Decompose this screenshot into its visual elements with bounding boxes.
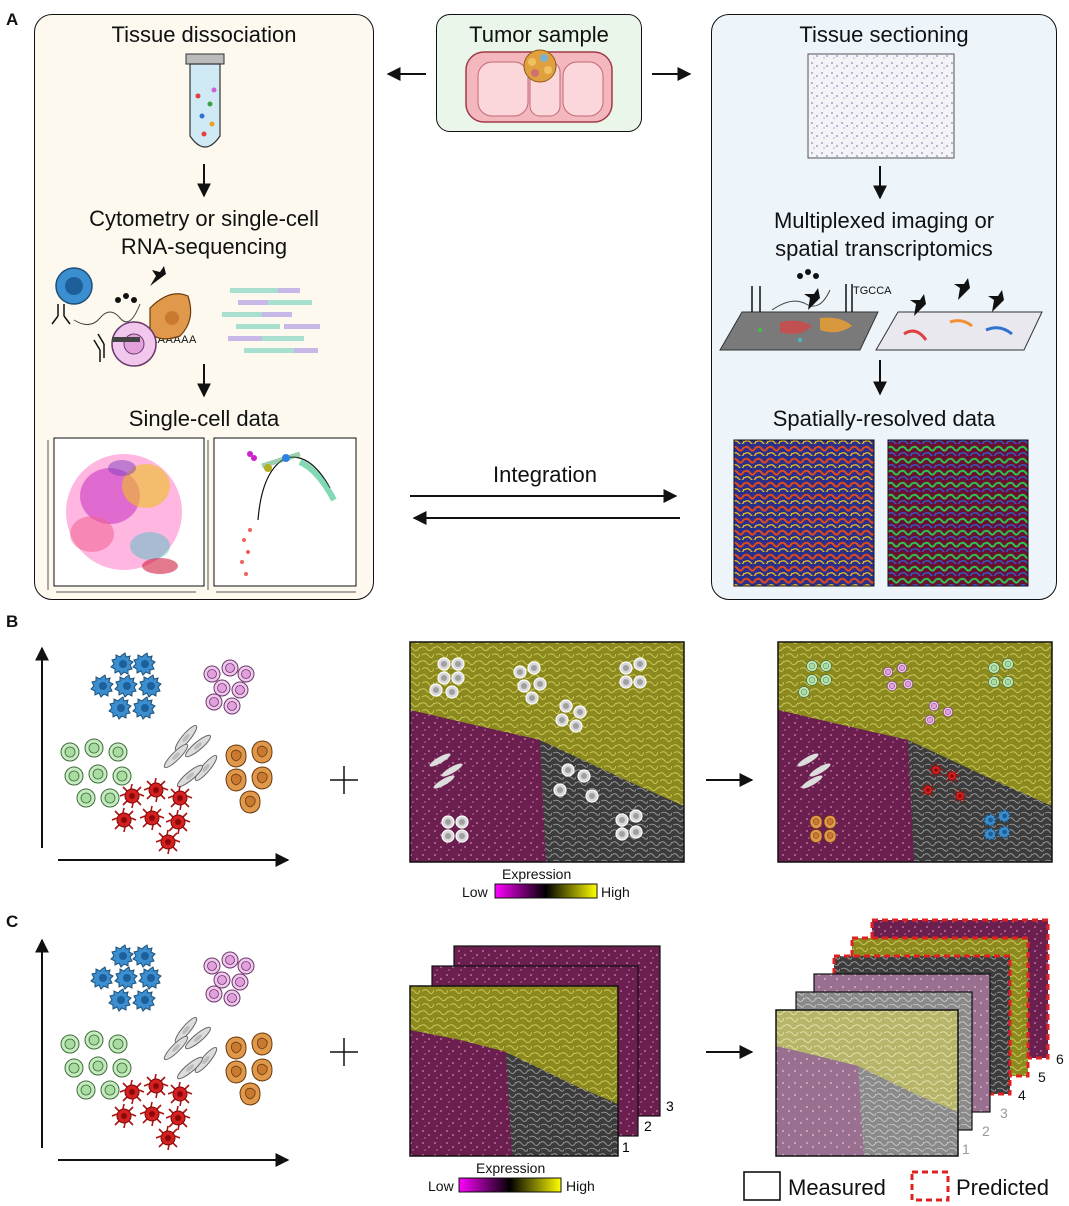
multiplexed-label-line1: Multiplexed imaging or xyxy=(773,208,995,233)
colorbar-b-high: High xyxy=(601,884,630,900)
legend-measured-swatch xyxy=(743,1171,781,1201)
colorbar-c-high: High xyxy=(566,1178,595,1194)
colorbar-b-low: Low xyxy=(462,884,488,900)
trajectory-plot xyxy=(207,437,357,593)
tissue-section-image xyxy=(807,53,955,159)
tumor-sample-title: Tumor sample xyxy=(469,22,609,47)
colorbar-b xyxy=(494,883,598,899)
predicted-stack-c xyxy=(775,918,1050,1157)
stack-c-number-4: 4 xyxy=(1018,1087,1026,1103)
tissue-sectioning-title: Tissue sectioning xyxy=(799,22,969,47)
multiplexed-slide-illustration xyxy=(719,269,1043,351)
single-cell-data-label: Single-cell data xyxy=(128,406,280,431)
stack-number-3: 3 xyxy=(666,1098,674,1114)
stack-c-number-5: 5 xyxy=(1038,1069,1046,1085)
legend-measured-label: Measured xyxy=(788,1175,886,1200)
multiplexed-label-line2: spatial transcriptomics xyxy=(775,236,993,261)
colorbar-c-title: Expression xyxy=(476,1160,546,1176)
stack-c-number-3: 3 xyxy=(1000,1105,1008,1121)
tissue-image-b-measured xyxy=(409,641,685,863)
spatial-image-2 xyxy=(887,439,1029,587)
tube-icon xyxy=(185,53,225,148)
tissue-dissociation-title: Tissue dissociation xyxy=(111,22,297,47)
colorbar-b-title: Expression xyxy=(502,866,572,882)
stack-number-1: 1 xyxy=(622,1139,630,1155)
colorbar-c xyxy=(458,1177,562,1193)
panel-label-b: B xyxy=(6,612,19,631)
cell-clusters-b xyxy=(60,652,273,855)
antibody-cell-illustration xyxy=(51,266,192,367)
cytometry-label-line1: Cytometry or single-cell xyxy=(89,206,319,231)
measured-stack-c xyxy=(409,945,661,1157)
legend-predicted-swatch xyxy=(910,1170,950,1202)
tissue-image-b-mapped xyxy=(777,641,1053,863)
panel-label-a: A xyxy=(6,10,19,29)
barcode-label: TGCCA xyxy=(853,285,892,297)
integration-label: Integration xyxy=(493,462,597,487)
stack-c-number-6: 6 xyxy=(1056,1051,1064,1067)
crosshair-plus-icon xyxy=(330,766,358,794)
stack-number-2: 2 xyxy=(644,1118,652,1134)
spatial-image-1 xyxy=(733,439,875,587)
stack-c-number-1: 1 xyxy=(962,1141,970,1157)
tsne-plot xyxy=(47,437,205,593)
colorbar-c-low: Low xyxy=(428,1178,454,1194)
spatial-data-label: Spatially-resolved data xyxy=(772,406,996,431)
scatter-axes-c xyxy=(35,938,290,1167)
stack-c-number-2: 2 xyxy=(982,1123,990,1139)
sequencing-reads-illustration xyxy=(222,288,320,353)
tumor-tissue-icon xyxy=(465,49,613,123)
scatter-axes-b xyxy=(35,646,290,867)
panel-label-c: C xyxy=(6,912,19,931)
cytometry-label-line2: RNA-sequencing xyxy=(120,234,288,259)
legend-predicted-label: Predicted xyxy=(956,1175,1049,1200)
crosshair-plus-icon xyxy=(330,1038,358,1066)
cell-clusters-c xyxy=(60,944,273,1151)
